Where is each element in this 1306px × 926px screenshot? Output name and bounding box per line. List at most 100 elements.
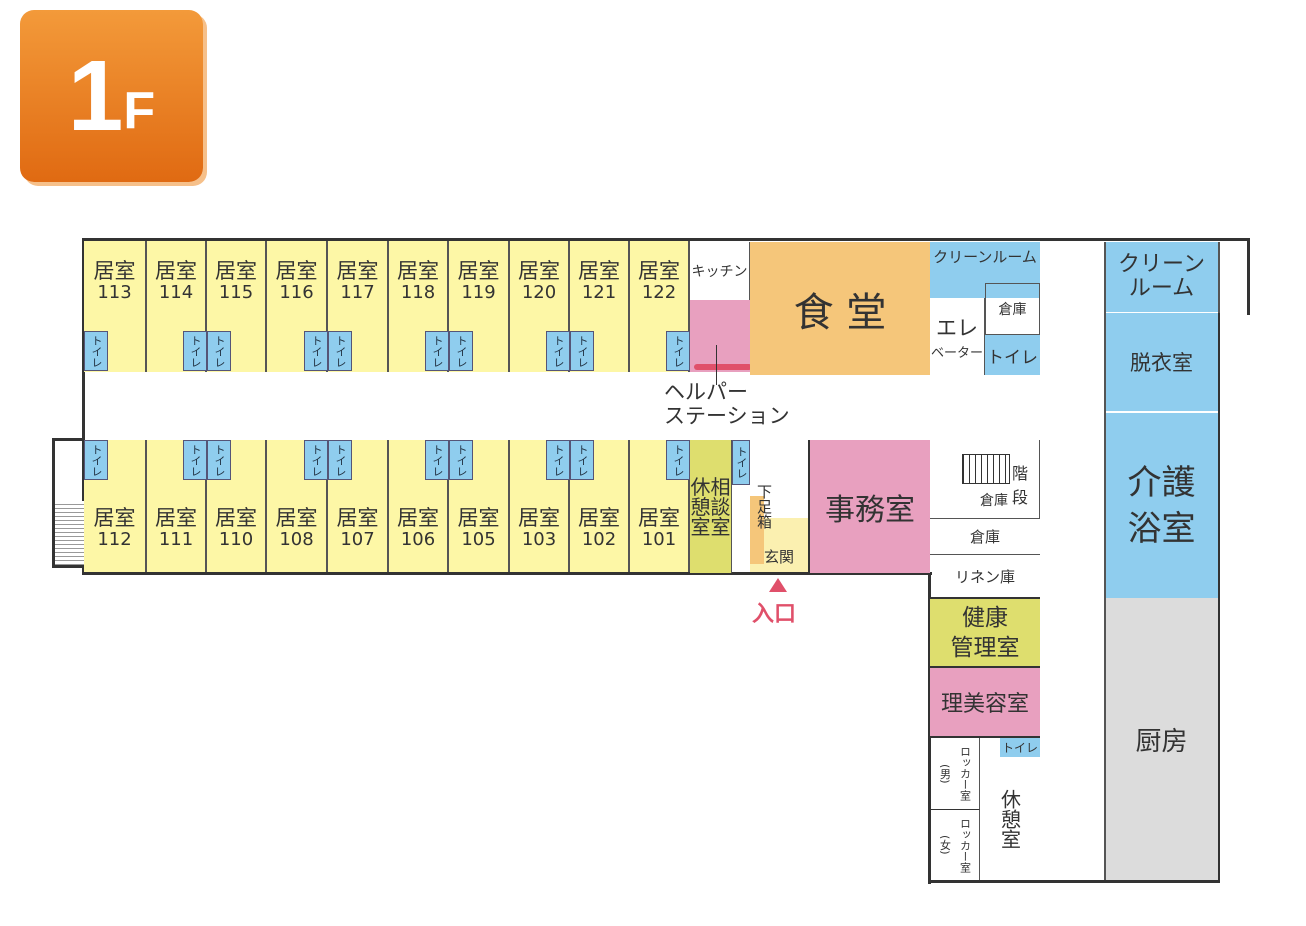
room-number: 116 [279, 282, 314, 303]
toilet-113: トイレ [84, 331, 108, 371]
entrance-arrow-icon [769, 578, 787, 592]
toilet-lounge: トイレ [732, 440, 750, 485]
toilet-108: トイレ [304, 440, 328, 480]
locker-room-women: (女)ロッカー室 [930, 810, 980, 880]
wall [1104, 242, 1106, 880]
room-number: 117 [340, 282, 375, 303]
room-number: 122 [641, 282, 677, 303]
storage-3: 倉庫 [930, 518, 1040, 555]
locker-room-men: (男)ロッカー室 [930, 738, 980, 810]
wall [82, 238, 1250, 241]
room-number: 106 [400, 529, 436, 550]
rest-consultation-room: 休相憩談室室 [690, 440, 732, 573]
stairwell: 階段 倉庫 [930, 440, 1040, 518]
room-number: 110 [218, 529, 254, 550]
room-label: 居室 [457, 259, 500, 283]
room-label: 居室 [93, 259, 136, 283]
wall [928, 880, 1220, 883]
room-label: 居室 [457, 506, 500, 530]
helper-station-label: ヘルパーステーション [664, 380, 790, 428]
room-number: 108 [279, 529, 314, 550]
toilet-116: トイレ [304, 331, 328, 371]
toilet-107: トイレ [328, 440, 352, 480]
room-label: 居室 [215, 259, 257, 283]
toilet-102: トイレ [570, 440, 594, 480]
wall [82, 238, 85, 575]
wall [82, 572, 932, 575]
shoe-box-label: 下足箱 [755, 484, 773, 529]
room-label: 居室 [155, 259, 197, 283]
room-label: 居室 [155, 506, 197, 530]
room-label: 居室 [578, 259, 620, 283]
toilet-101: トイレ [666, 440, 690, 480]
toilet-121: トイレ [570, 331, 594, 371]
health-room: 健康管理室 [930, 597, 1040, 668]
kitchenette-label: キッチン [691, 264, 748, 280]
room-number: 119 [461, 282, 496, 303]
room-label: 居室 [397, 259, 439, 283]
toilet-112: トイレ [84, 440, 108, 480]
toilet-103: トイレ [546, 440, 570, 480]
room-number: 113 [97, 282, 132, 303]
room-number: 114 [158, 282, 194, 303]
entrance-label: 入口 [752, 602, 797, 627]
toilet-115: トイレ [207, 331, 231, 371]
room-label: 居室 [638, 259, 680, 283]
room-number: 111 [158, 529, 194, 550]
elevator: エレベーター [930, 298, 985, 375]
floor-letter: F [123, 82, 156, 140]
dining-room: 食 堂 [750, 242, 930, 375]
dining-label: 食 堂 [793, 289, 887, 336]
lounge: 休憩室 [997, 788, 1022, 849]
room-label: 居室 [336, 259, 379, 283]
room-label: 居室 [397, 506, 439, 530]
room-label: 居室 [275, 259, 318, 283]
shoe-box [750, 496, 764, 564]
leader-line [716, 345, 717, 385]
room-number: 107 [340, 529, 375, 550]
exterior-stairs [52, 438, 84, 568]
room-label: 居室 [215, 506, 257, 530]
floor-number: 1 [67, 39, 124, 152]
toilet-120: トイレ [546, 331, 570, 371]
toilet-east: トイレ [985, 335, 1040, 375]
toilet-119: トイレ [449, 331, 473, 371]
room-number: 120 [521, 282, 557, 303]
room-label: 居室 [578, 506, 620, 530]
entrance-hall-label: 玄関 [764, 548, 795, 566]
wall [1217, 313, 1220, 883]
changing-room: 脱衣室 [1105, 313, 1218, 413]
clean-room-1: クリーンルーム [930, 242, 1040, 298]
floor-badge: 1 F [20, 10, 203, 182]
helper-counter [694, 364, 752, 370]
room-label: 居室 [638, 506, 680, 530]
room-label: 居室 [336, 506, 379, 530]
toilet-122: トイレ [666, 331, 690, 371]
wall [928, 572, 931, 884]
toilet-114: トイレ [183, 331, 207, 371]
room-number: 103 [521, 529, 557, 550]
room-number: 105 [461, 529, 496, 550]
room-label: 居室 [275, 506, 318, 530]
storage-room: 倉庫 [985, 283, 1040, 335]
salon: 理美容室 [930, 668, 1040, 738]
stairs-icon [962, 454, 1010, 484]
annex [1218, 242, 1248, 313]
office: 事務室 [808, 440, 930, 573]
room-number: 118 [400, 282, 436, 303]
care-bathroom: 介護浴室 [1105, 413, 1218, 598]
toilet-110: トイレ [207, 440, 231, 480]
room-number: 115 [218, 282, 254, 303]
room-number: 112 [97, 529, 132, 550]
toilet-117: トイレ [328, 331, 352, 371]
room-number: 101 [641, 529, 677, 550]
toilet-118: トイレ [425, 331, 449, 371]
toilet-105: トイレ [449, 440, 473, 480]
clean-room-2: クリーンルーム [1105, 242, 1218, 313]
